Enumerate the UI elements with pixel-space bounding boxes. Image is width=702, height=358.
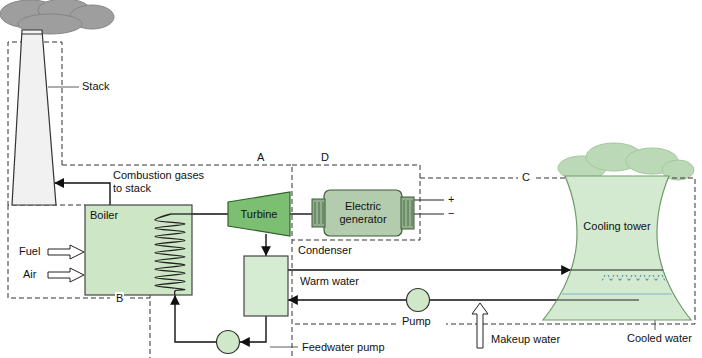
spray-drop xyxy=(629,275,632,281)
tower-shell xyxy=(543,176,691,320)
condenser-shell xyxy=(244,256,288,316)
shape-outline xyxy=(543,176,691,320)
tower-vapour xyxy=(558,143,694,180)
edge-label: Warm water xyxy=(300,275,359,288)
part-label: D xyxy=(320,151,330,164)
pump-symbol xyxy=(407,289,430,312)
pipe-connector xyxy=(430,299,557,300)
shape-outline xyxy=(244,256,288,316)
generator-body xyxy=(324,190,402,236)
pipe-connector xyxy=(290,213,312,214)
spray-drop xyxy=(647,275,650,281)
cooling-fin xyxy=(315,202,316,224)
part-label: + xyxy=(447,193,455,206)
pipe-connector xyxy=(192,213,228,214)
air-arrow xyxy=(48,268,84,282)
generator-endcap xyxy=(312,199,325,227)
spray-pipe xyxy=(571,269,663,270)
part-label: Air xyxy=(22,268,37,281)
part-label: Cooled water xyxy=(626,332,693,345)
stack-body xyxy=(12,30,56,205)
part-label: C xyxy=(521,171,531,184)
spray-drop xyxy=(644,275,647,281)
condenser: Condenser xyxy=(244,256,288,316)
boundary-a xyxy=(62,165,292,358)
pipe-connector xyxy=(175,295,216,342)
part-label: A xyxy=(256,151,265,164)
cooling-fin xyxy=(323,202,324,224)
leader-line xyxy=(270,347,298,348)
boiler-box: Boiler xyxy=(85,205,192,295)
pipe-connector xyxy=(265,234,266,256)
node-label: Condenser xyxy=(298,244,352,257)
text-holder: Electric generator xyxy=(312,188,414,238)
shape-outline xyxy=(406,288,430,312)
spray-drop xyxy=(638,275,641,281)
spray-drop xyxy=(662,275,665,281)
spray-drop xyxy=(608,275,611,281)
pump-symbol xyxy=(217,331,240,354)
node-label: Turbine xyxy=(241,208,278,221)
part-label: Makeup water xyxy=(490,333,561,346)
node-label: Feedwater pump xyxy=(302,341,385,354)
spray-drop xyxy=(635,275,638,281)
electric-generator: Electric generator xyxy=(312,188,414,238)
makeup-water-arrow xyxy=(472,303,488,348)
turbine: Turbine xyxy=(228,192,290,236)
basin-surface xyxy=(562,294,671,295)
pipe-connector xyxy=(288,269,571,270)
spray-drop xyxy=(620,275,623,281)
cooling-fin xyxy=(412,200,413,226)
spray-drop xyxy=(617,275,620,281)
spray-drop xyxy=(602,275,605,281)
text-holder: Turbine xyxy=(228,192,290,236)
shape-outline xyxy=(216,330,240,354)
spray-drop xyxy=(653,275,656,281)
outlet-pipe xyxy=(557,299,639,300)
boiler-casing xyxy=(85,205,192,295)
cooling-fin xyxy=(408,200,409,226)
shape-outline xyxy=(12,30,56,205)
fuel-arrow xyxy=(48,245,84,259)
pipe-connector xyxy=(240,316,266,342)
pipe-connector xyxy=(288,299,406,300)
part-label: − xyxy=(447,207,455,220)
cooling-fin xyxy=(404,200,405,226)
edge-label: Combustion gases to stack xyxy=(113,169,213,194)
boundary-d xyxy=(292,165,420,240)
stack-smoke xyxy=(0,0,114,34)
node-label: Pump xyxy=(402,315,431,328)
coil-outlet xyxy=(171,213,192,214)
node-label: Stack xyxy=(82,80,110,93)
node-label: Cooling tower xyxy=(543,220,691,233)
feedwater-pump: Feedwater pump xyxy=(216,330,240,354)
generator-endcap xyxy=(401,197,414,229)
part-label: Fuel xyxy=(18,245,41,258)
part-label: B xyxy=(115,292,124,305)
turbine-casing xyxy=(228,192,290,236)
cooling-tower: Cooling tower xyxy=(543,176,691,320)
spray-drop xyxy=(626,275,629,281)
pipe-connector xyxy=(54,183,110,205)
fuel-air-arrows xyxy=(48,245,84,282)
spray-drop xyxy=(611,275,614,281)
node-label: Boiler xyxy=(90,209,118,222)
leader-line xyxy=(48,87,79,88)
system-boundaries xyxy=(8,42,695,358)
cooling-fin xyxy=(319,202,320,224)
spray-drop xyxy=(656,275,659,281)
node-label: Electric generator xyxy=(329,200,397,225)
stack-rim xyxy=(22,34,42,35)
pump: Pump xyxy=(406,288,430,312)
smoke-stack: Stack xyxy=(12,30,56,205)
boiler-coil xyxy=(155,214,185,295)
